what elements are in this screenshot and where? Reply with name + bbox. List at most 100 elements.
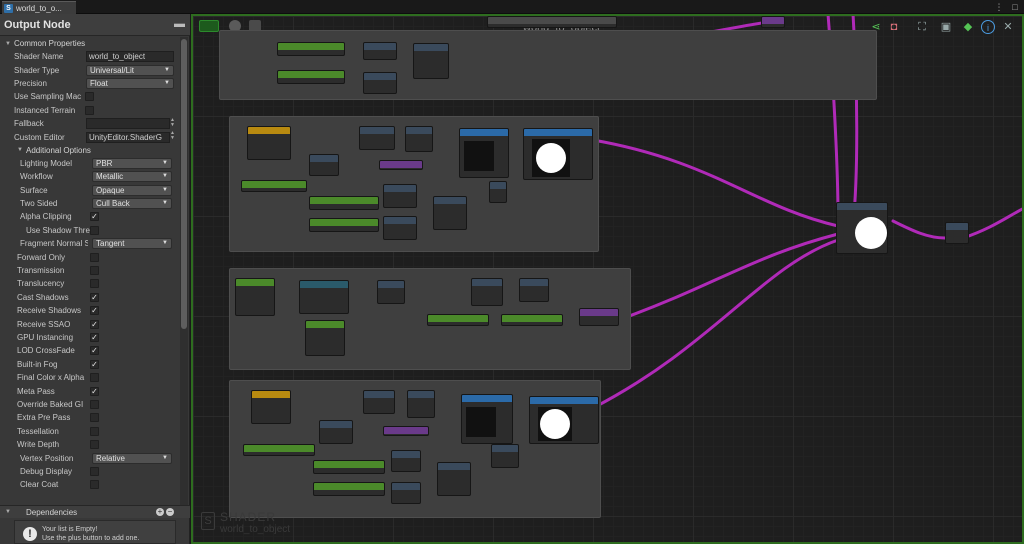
node-divide-2[interactable] [319, 420, 353, 444]
more-options-icon[interactable]: ⋮ [994, 2, 1004, 12]
node-float-property[interactable] [241, 180, 307, 192]
custom-editor-stepper[interactable]: ▲▼ [170, 130, 175, 142]
surface-dropdown[interactable]: Opaque▼ [92, 184, 172, 196]
option-checkbox[interactable]: ✓ [90, 333, 99, 342]
node-float-4[interactable] [427, 314, 489, 326]
node-world-position[interactable] [247, 126, 291, 160]
node-float-8[interactable] [313, 482, 385, 496]
section-common-properties[interactable]: ▼ Common Properties [0, 37, 178, 50]
node-break[interactable] [471, 278, 503, 306]
live-icon[interactable] [199, 20, 219, 32]
maximize-icon[interactable]: □ [1012, 2, 1018, 12]
node-top-header[interactable] [487, 16, 617, 28]
node-append-2[interactable] [433, 196, 467, 230]
option-checkbox[interactable] [90, 266, 99, 276]
node-multiply-2[interactable] [363, 390, 395, 414]
option-checkbox[interactable]: ✓ [90, 292, 99, 302]
use-sampling-macros-checkbox[interactable] [85, 92, 94, 102]
node-transform-position[interactable] [299, 280, 349, 314]
option-checkbox[interactable]: ✓ [90, 346, 99, 356]
node-float-7[interactable] [313, 460, 385, 474]
node-math-3[interactable] [383, 184, 417, 208]
inspector-scrollbar[interactable] [180, 37, 188, 517]
option-checkbox[interactable]: ✓ [90, 319, 99, 329]
node-mult-2[interactable] [519, 278, 549, 302]
close-icon[interactable]: ✕ [1003, 21, 1013, 33]
node-add-1[interactable] [489, 181, 507, 203]
node-world-to-object-2[interactable] [529, 396, 599, 444]
save-icon[interactable] [249, 20, 261, 32]
instanced-terrain-checkbox[interactable] [85, 105, 94, 115]
node-vector3[interactable] [235, 278, 275, 316]
node-texture-sample-2[interactable] [461, 394, 513, 444]
node-register-local-var[interactable] [579, 308, 619, 326]
node-get-local-var-2[interactable] [383, 426, 429, 436]
scrollbar-thumb[interactable] [181, 39, 187, 329]
node-world-to-object-1[interactable] [523, 128, 593, 180]
minimize-icon[interactable]: ▬ [174, 18, 185, 30]
node-float-3[interactable] [309, 218, 379, 232]
node-math-6[interactable] [391, 482, 421, 504]
node-get-local-var[interactable] [379, 160, 423, 170]
node-append-3[interactable] [437, 462, 471, 496]
fallback-input[interactable] [86, 118, 170, 130]
node-split[interactable] [405, 126, 433, 152]
node-math-2[interactable] [363, 72, 397, 94]
node-math-4[interactable] [383, 216, 417, 240]
node-world-position-2[interactable] [251, 390, 291, 424]
node-float-6[interactable] [243, 444, 315, 456]
node-append-1[interactable] [413, 43, 449, 79]
custom-editor-input[interactable]: UnityEditor.ShaderG [86, 131, 170, 143]
option-checkbox[interactable] [90, 440, 99, 450]
node-top-right[interactable] [761, 16, 785, 28]
debug-display-checkbox[interactable] [90, 466, 99, 476]
fragment-normal-space-dropdown[interactable]: Tangent▼ [92, 238, 172, 250]
info-icon[interactable]: i [981, 20, 995, 34]
node-math-5[interactable] [391, 450, 421, 472]
two-sided-dropdown[interactable]: Cull Back▼ [92, 198, 172, 210]
node-object-scale[interactable] [305, 320, 345, 356]
node-split-2[interactable] [407, 390, 435, 418]
node-math-1[interactable] [363, 42, 397, 60]
section-additional-options[interactable]: ▼ Additional Options [0, 144, 178, 157]
live-update-icon[interactable]: ◆ [963, 21, 973, 33]
tab-world-to-object[interactable]: S world_to_o... [2, 1, 76, 14]
node-float-5[interactable] [501, 314, 563, 326]
option-checkbox[interactable] [90, 373, 99, 383]
option-checkbox[interactable] [90, 252, 99, 262]
vertex-position-dropdown[interactable]: Relative▼ [92, 452, 172, 464]
node-float-2[interactable] [309, 196, 379, 210]
node-texture-sample[interactable] [459, 128, 509, 178]
precision-dropdown[interactable]: Float▼ [86, 77, 174, 89]
shader-name-input[interactable]: world_to_object [86, 51, 174, 63]
option-checkbox[interactable] [90, 279, 99, 289]
fit-view-icon[interactable]: ⛶ [918, 21, 926, 33]
option-checkbox[interactable]: ✓ [90, 306, 99, 316]
workflow-dropdown[interactable]: Metallic▼ [92, 171, 172, 183]
option-checkbox[interactable] [90, 413, 99, 423]
option-checkbox[interactable]: ✓ [90, 386, 99, 396]
option-checkbox[interactable] [90, 426, 99, 436]
fallback-stepper[interactable]: ▲▼ [170, 116, 175, 128]
node-add-final[interactable] [945, 222, 969, 244]
section-dependencies[interactable]: ▼ Dependencies + − [0, 505, 190, 518]
clear-coat-checkbox[interactable] [90, 480, 99, 490]
record-icon[interactable] [229, 20, 241, 32]
option-checkbox[interactable] [90, 399, 99, 409]
graph-canvas[interactable]: world_to_object ⋖ ◘ ⛶ ▣ ◆ i ✕ [191, 14, 1024, 544]
use-shadow-threshold-checkbox[interactable] [90, 225, 99, 235]
node-multiply[interactable] [359, 126, 395, 150]
minus-icon[interactable]: − [166, 507, 174, 516]
share-icon[interactable]: ⋖ [871, 21, 881, 33]
node-combine[interactable] [836, 202, 888, 254]
lighting-model-dropdown[interactable]: PBR▼ [92, 157, 172, 169]
alpha-clipping-checkbox[interactable]: ✓ [90, 212, 99, 222]
node-property-1[interactable] [277, 42, 345, 56]
maximize-icon[interactable]: ▣ [940, 21, 952, 33]
shader-type-dropdown[interactable]: Universal/Lit▼ [86, 64, 174, 76]
plus-icon[interactable]: + [156, 507, 164, 516]
node-property-2[interactable] [277, 70, 345, 84]
node-sub[interactable] [377, 280, 405, 304]
node-divide[interactable] [309, 154, 339, 176]
option-checkbox[interactable]: ✓ [90, 359, 99, 369]
